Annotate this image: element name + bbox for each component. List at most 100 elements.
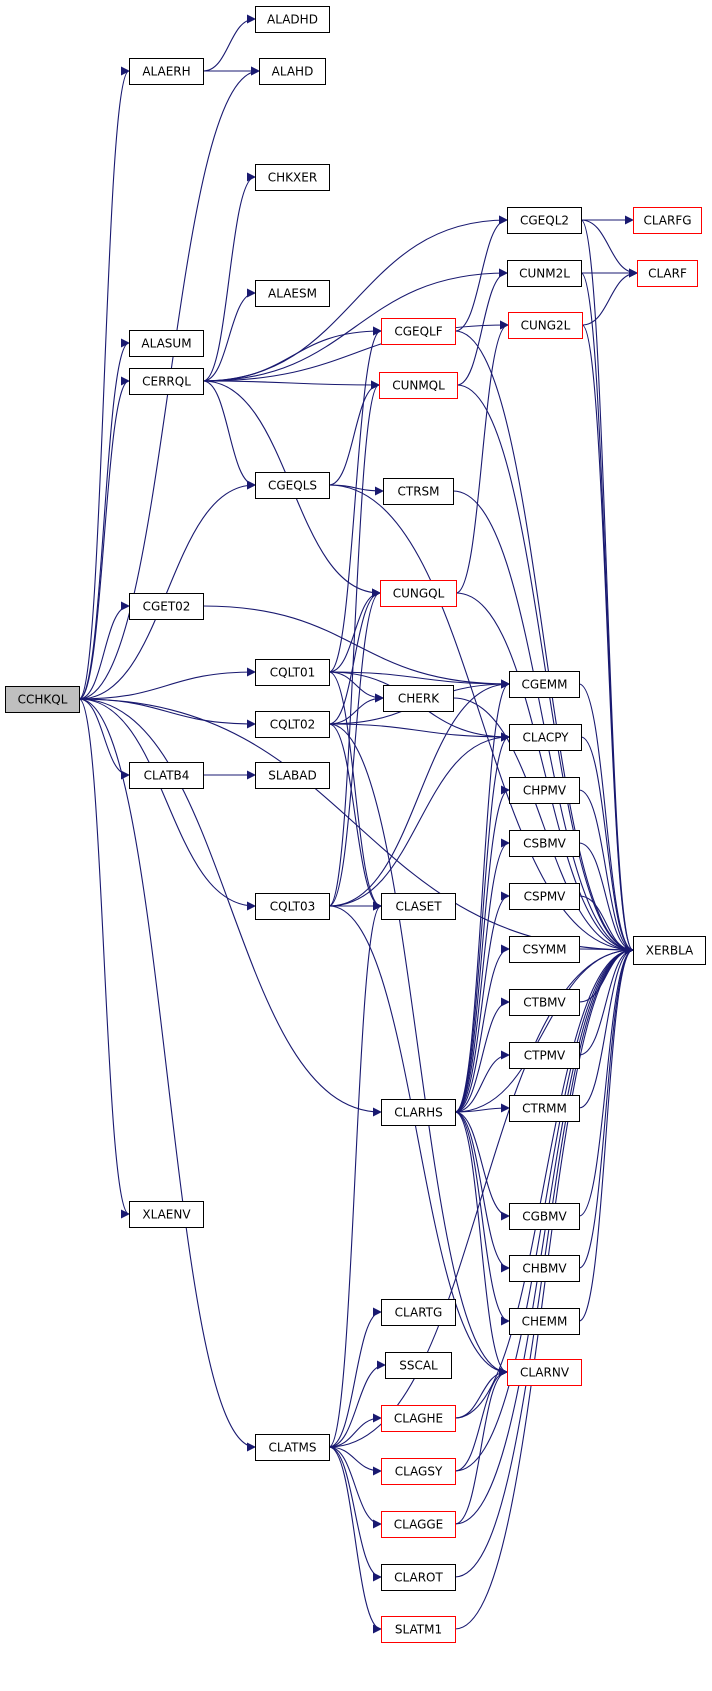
node-cherk[interactable]: CHERK	[383, 685, 454, 712]
node-box-claghe[interactable]	[381, 1405, 456, 1432]
node-box-cgeqls[interactable]	[255, 472, 330, 499]
node-cqlt02[interactable]: CQLT02	[255, 711, 330, 738]
node-box-clagge[interactable]	[381, 1511, 456, 1538]
node-box-cgeql2[interactable]	[507, 207, 582, 234]
node-cchkql[interactable]: CCHKQL	[5, 686, 80, 713]
node-slabad[interactable]: SLABAD	[255, 762, 330, 789]
node-box-cqlt02[interactable]	[255, 711, 330, 738]
node-box-clarfg[interactable]	[633, 207, 702, 234]
node-box-chkxer[interactable]	[255, 164, 330, 191]
node-cunmql[interactable]: CUNMQL	[379, 372, 458, 399]
node-box-cerrql[interactable]	[129, 368, 204, 395]
node-box-csbmv[interactable]	[509, 830, 580, 857]
node-box-chbmv[interactable]	[509, 1255, 580, 1282]
node-box-alasum[interactable]	[129, 330, 204, 357]
node-csbmv[interactable]: CSBMV	[509, 830, 580, 857]
node-chemm[interactable]: CHEMM	[509, 1308, 580, 1335]
node-box-csymm[interactable]	[509, 936, 580, 963]
node-box-cgemm[interactable]	[509, 671, 580, 698]
node-ctbmv[interactable]: CTBMV	[509, 989, 580, 1016]
node-box-aladhd[interactable]	[255, 6, 330, 33]
node-box-ctrmm[interactable]	[509, 1095, 580, 1122]
node-alasum[interactable]: ALASUM	[129, 330, 204, 357]
node-box-cgbmv[interactable]	[509, 1203, 580, 1230]
node-xerbla[interactable]: XERBLA	[633, 936, 706, 965]
node-cspmv[interactable]: CSPMV	[509, 883, 580, 910]
node-aladhd[interactable]: ALADHD	[255, 6, 330, 33]
node-cqlt03[interactable]: CQLT03	[255, 893, 330, 920]
node-chkxer[interactable]: CHKXER	[255, 164, 330, 191]
node-ctrmm[interactable]: CTRMM	[509, 1095, 580, 1122]
node-cgeqlf[interactable]: CGEQLF	[381, 318, 456, 345]
node-clatb4[interactable]: CLATB4	[129, 762, 204, 789]
node-box-ctpmv[interactable]	[509, 1042, 580, 1069]
node-cqlt01[interactable]: CQLT01	[255, 659, 330, 686]
node-box-cgeqlf[interactable]	[381, 318, 456, 345]
node-box-alahd[interactable]	[259, 58, 326, 85]
node-clarf[interactable]: CLARF	[637, 260, 698, 287]
node-box-slabad[interactable]	[255, 762, 330, 789]
node-box-cqlt03[interactable]	[255, 893, 330, 920]
node-box-xlaenv[interactable]	[129, 1201, 204, 1228]
node-box-clarnv[interactable]	[507, 1359, 582, 1386]
node-box-clatms[interactable]	[255, 1434, 330, 1461]
node-ctrsm[interactable]: CTRSM	[383, 478, 454, 505]
node-box-cung2l[interactable]	[508, 312, 583, 339]
node-clagsy[interactable]: CLAGSY	[381, 1458, 456, 1485]
node-slatm1[interactable]: SLATM1	[381, 1616, 456, 1643]
node-box-clartg[interactable]	[381, 1299, 456, 1326]
node-alaerh[interactable]: ALAERH	[129, 58, 204, 85]
node-cgemm[interactable]: CGEMM	[509, 671, 580, 698]
node-box-cqlt01[interactable]	[255, 659, 330, 686]
node-cgeql2[interactable]: CGEQL2	[507, 207, 582, 234]
node-cungql[interactable]: CUNGQL	[380, 580, 457, 607]
node-box-clacpy[interactable]	[509, 724, 582, 751]
node-box-cunmql[interactable]	[379, 372, 458, 399]
node-box-clarot[interactable]	[381, 1564, 456, 1591]
node-box-claset[interactable]	[381, 893, 456, 920]
node-clarfg[interactable]: CLARFG	[633, 207, 702, 234]
node-ctpmv[interactable]: CTPMV	[509, 1042, 580, 1069]
node-claghe[interactable]: CLAGHE	[381, 1405, 456, 1432]
node-chbmv[interactable]: CHBMV	[509, 1255, 580, 1282]
node-sscal[interactable]: SSCAL	[385, 1352, 452, 1379]
node-clartg[interactable]: CLARTG	[381, 1299, 456, 1326]
node-box-cungql[interactable]	[380, 580, 457, 607]
node-cerrql[interactable]: CERRQL	[129, 368, 204, 395]
node-csymm[interactable]: CSYMM	[509, 936, 580, 963]
node-cgbmv[interactable]: CGBMV	[509, 1203, 580, 1230]
node-cunm2l[interactable]: CUNM2L	[507, 260, 582, 287]
node-box-xerbla[interactable]	[633, 936, 706, 965]
node-box-chemm[interactable]	[509, 1308, 580, 1335]
node-alahd[interactable]: ALAHD	[259, 58, 326, 85]
node-clarnv[interactable]: CLARNV	[507, 1359, 582, 1386]
node-box-chpmv[interactable]	[509, 777, 580, 804]
node-claset[interactable]: CLASET	[381, 893, 456, 920]
node-box-ctbmv[interactable]	[509, 989, 580, 1016]
node-box-cunm2l[interactable]	[507, 260, 582, 287]
node-box-cget02[interactable]	[129, 593, 204, 620]
node-cget02[interactable]: CGET02	[129, 593, 204, 620]
node-box-sscal[interactable]	[385, 1352, 452, 1379]
node-clarot[interactable]: CLAROT	[381, 1564, 456, 1591]
node-clagge[interactable]: CLAGGE	[381, 1511, 456, 1538]
node-box-clarf[interactable]	[637, 260, 698, 287]
node-alaesm[interactable]: ALAESM	[255, 280, 330, 307]
node-box-alaerh[interactable]	[129, 58, 204, 85]
node-cgeqls[interactable]: CGEQLS	[255, 472, 330, 499]
node-box-cspmv[interactable]	[509, 883, 580, 910]
node-cung2l[interactable]: CUNG2L	[508, 312, 583, 339]
node-box-cherk[interactable]	[383, 685, 454, 712]
node-clacpy[interactable]: CLACPY	[509, 724, 582, 751]
node-box-ctrsm[interactable]	[383, 478, 454, 505]
node-box-slatm1[interactable]	[381, 1616, 456, 1643]
node-box-cchkql[interactable]	[5, 686, 80, 713]
node-box-clarhs[interactable]	[381, 1099, 456, 1126]
node-clatms[interactable]: CLATMS	[255, 1434, 330, 1461]
node-box-clatb4[interactable]	[129, 762, 204, 789]
node-clarhs[interactable]: CLARHS	[381, 1099, 456, 1126]
node-box-alaesm[interactable]	[255, 280, 330, 307]
node-box-clagsy[interactable]	[381, 1458, 456, 1485]
node-chpmv[interactable]: CHPMV	[509, 777, 580, 804]
node-xlaenv[interactable]: XLAENV	[129, 1201, 204, 1228]
